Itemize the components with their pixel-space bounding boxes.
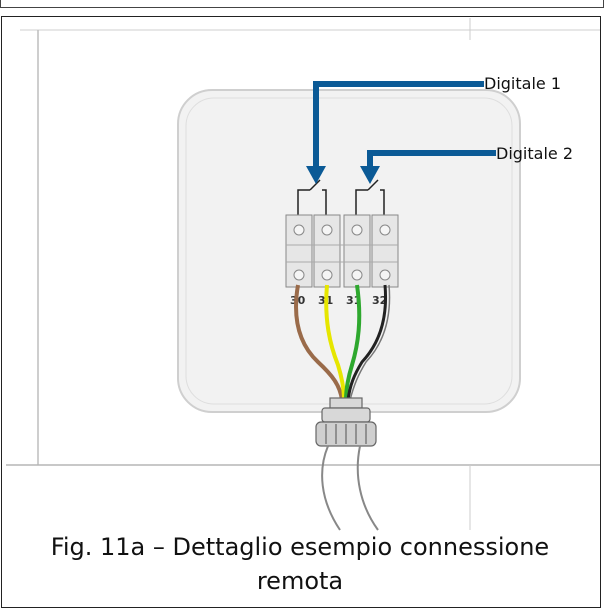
wire-brown [294, 284, 344, 401]
arrow-digital-1 [313, 81, 484, 168]
figure-caption: Fig. 11a – Dettaglio esempio connessione… [20, 530, 580, 598]
terminal-label-4: 32 [372, 294, 387, 307]
figure-border [1, 16, 601, 608]
arrow-head-2 [360, 166, 380, 184]
label-digital-2: Digitale 2 [496, 144, 573, 163]
label-digital-1: Digitale 1 [484, 74, 561, 93]
caption-line-2: remota [256, 567, 344, 595]
switch-1 [297, 179, 327, 215]
switch-2 [355, 179, 385, 215]
wire-black-sheath [349, 284, 391, 401]
cable-edge-right [356, 445, 379, 531]
terminal-block [285, 214, 399, 288]
wire-black [346, 284, 388, 401]
wire-green [344, 284, 362, 401]
wire-yellow [324, 284, 346, 401]
caption-line-1: Fig. 11a – Dettaglio esempio connessione [50, 533, 550, 561]
cable-edge-left [321, 445, 341, 531]
arrow-head-1 [306, 166, 326, 184]
arrow-digital-2 [367, 150, 496, 168]
cable-gland [315, 397, 377, 447]
